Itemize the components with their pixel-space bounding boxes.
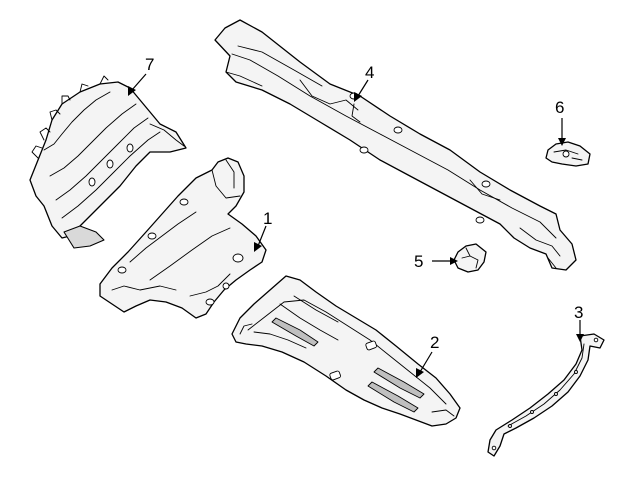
part-6-clip xyxy=(545,141,591,167)
callout-4: 4 xyxy=(354,63,374,102)
part-5-bracket xyxy=(453,243,487,273)
callout-5-label: 5 xyxy=(414,252,423,271)
callout-6-label: 6 xyxy=(555,98,564,117)
callout-6: 6 xyxy=(555,98,566,146)
callout-2-label: 2 xyxy=(430,333,439,352)
callout-1: 1 xyxy=(254,209,272,252)
callout-4-label: 4 xyxy=(365,63,374,82)
part-2-skid-plate xyxy=(231,275,461,427)
part-1-splash-shield xyxy=(99,157,267,319)
callout-1-label: 1 xyxy=(263,209,272,228)
callout-7: 7 xyxy=(128,55,154,96)
callout-3: 3 xyxy=(574,303,584,342)
part-7-side-shield xyxy=(29,75,187,249)
callout-7-label: 7 xyxy=(145,55,154,74)
callout-5: 5 xyxy=(414,252,458,271)
callout-3-label: 3 xyxy=(574,303,583,322)
callout-2: 2 xyxy=(416,333,439,378)
part-3-brace xyxy=(487,333,605,457)
part-4-lateral-shield xyxy=(214,19,577,271)
